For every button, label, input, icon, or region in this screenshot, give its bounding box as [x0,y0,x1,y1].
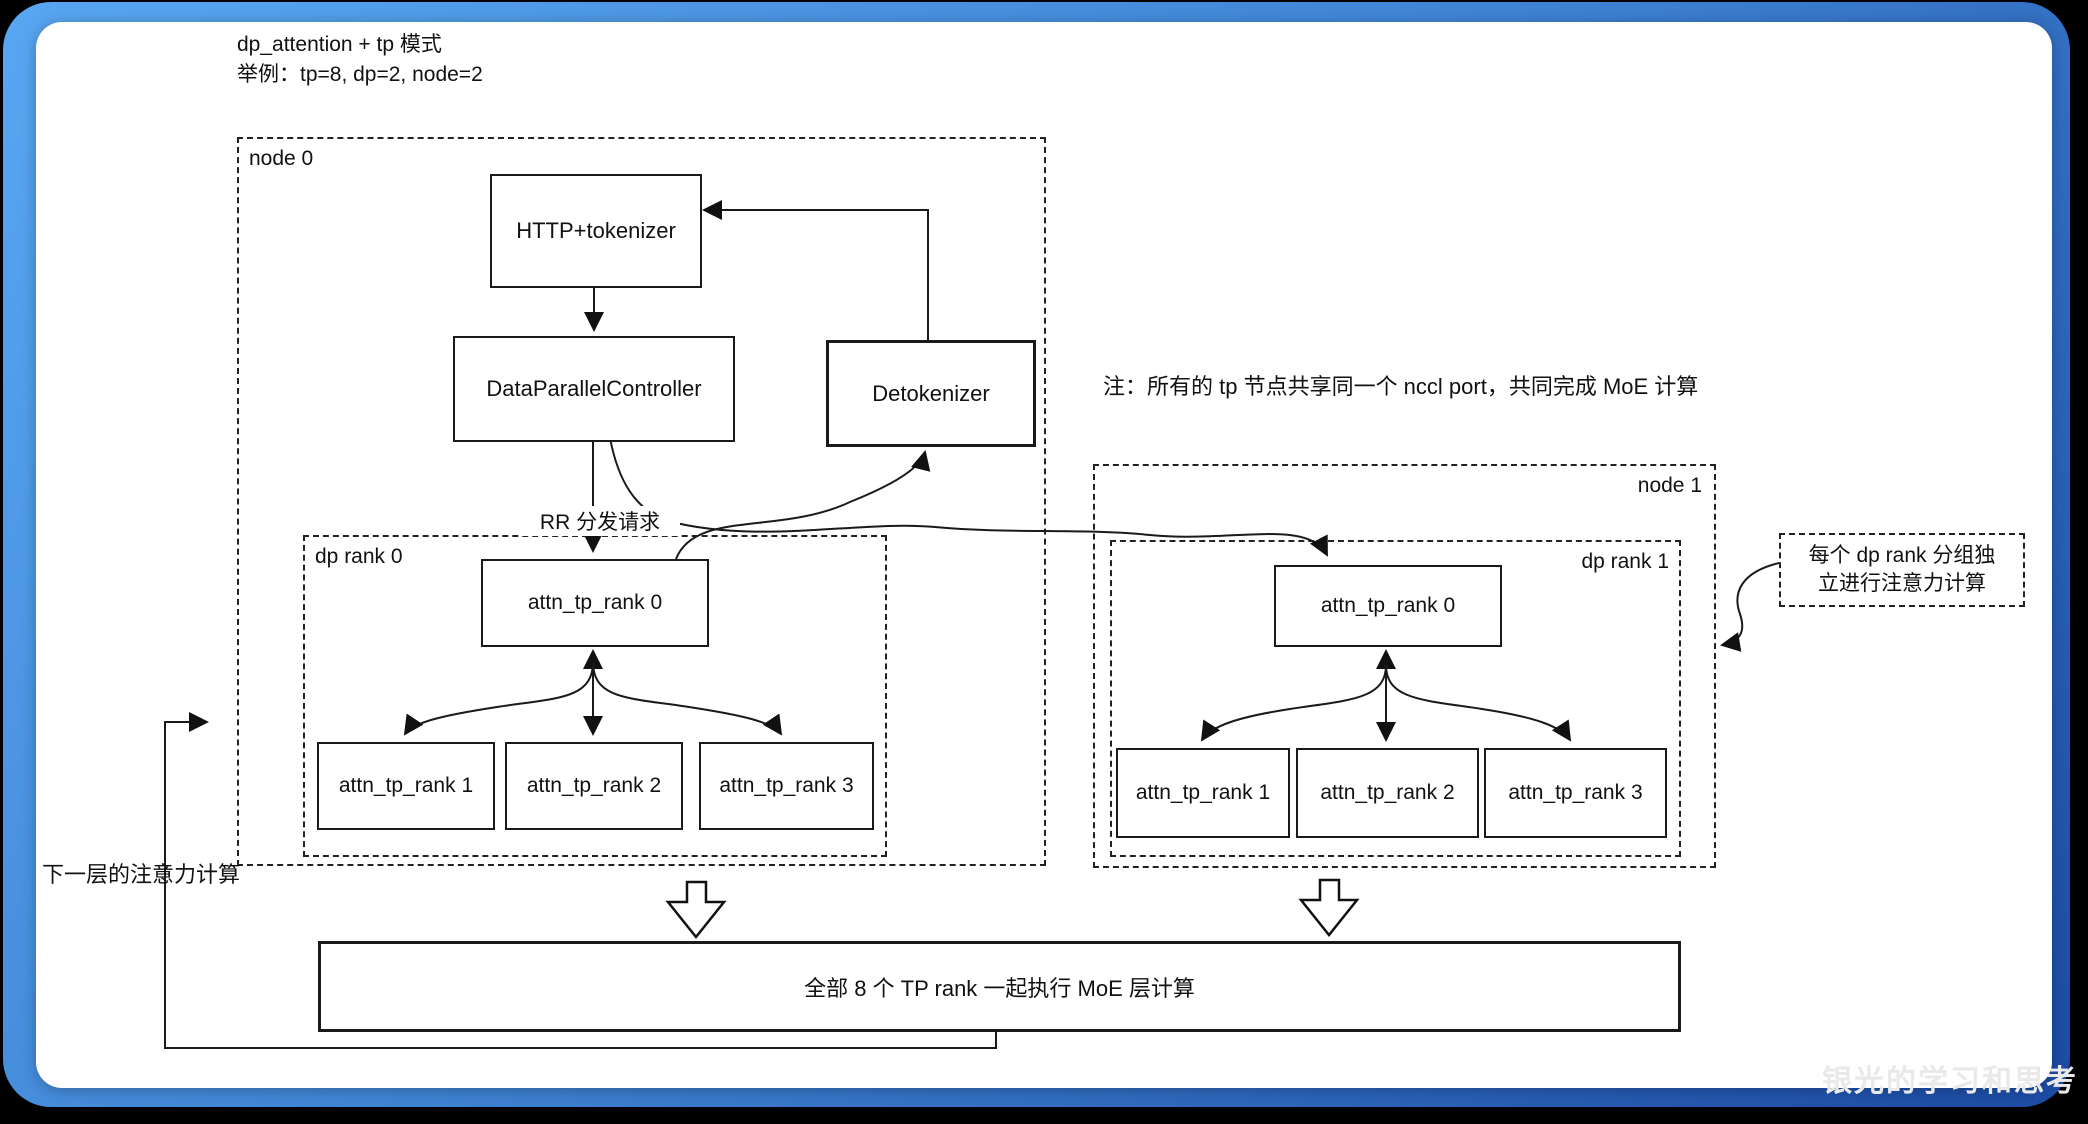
node1-group: node 1 [1093,464,1716,868]
http-tokenizer-box: HTTP+tokenizer [490,174,702,288]
dp0-attn-tp-rank2-box: attn_tp_rank 2 [505,742,683,830]
annotation-line2: 立进行注意力计算 [1818,572,1986,595]
moe-layer-box: 全部 8 个 TP rank 一起执行 MoE 层计算 [318,941,1681,1032]
title-line2: 举例：tp=8, dp=2, node=2 [237,63,483,86]
rr-dispatch-label: RR 分发请求 [520,506,680,536]
dp-rank-annotation-box: 每个 dp rank 分组独 立进行注意力计算 [1779,533,2025,607]
node0-label: node 0 [249,147,314,170]
node1-label: node 1 [1637,474,1702,497]
dp-rank0-label: dp rank 0 [315,545,403,568]
dp0-attn-tp-rank1-box: attn_tp_rank 1 [317,742,495,830]
dp1-attn-tp-rank1-box: attn_tp_rank 1 [1116,748,1290,838]
arrow-annotation-to-node1 [1720,562,1780,652]
nccl-note-label: 注：所有的 tp 节点共享同一个 nccl port，共同完成 MoE 计算 [1103,374,1699,399]
dp-rank1-label: dp rank 1 [1581,550,1669,573]
dp-rank1-group: dp rank 1 [1110,540,1681,857]
detokenizer-box: Detokenizer [826,340,1036,447]
diagram-title: dp_attention + tp 模式 举例：tp=8, dp=2, node… [237,30,483,90]
dp0-attn-tp-rank3-box: attn_tp_rank 3 [699,742,874,830]
dp1-attn-tp-rank0-box: attn_tp_rank 0 [1274,565,1502,647]
dp1-attn-tp-rank2-box: attn_tp_rank 2 [1296,748,1479,838]
block-arrow-dp1-to-moe [1298,878,1360,938]
watermark-text: 银光的学习和思考 [1822,1065,2078,1098]
annotation-line1: 每个 dp rank 分组独 [1808,544,1996,567]
dp1-attn-tp-rank3-box: attn_tp_rank 3 [1484,748,1667,838]
data-parallel-controller-box: DataParallelController [453,336,735,442]
block-arrow-dp0-to-moe [665,880,727,940]
next-layer-label: 下一层的注意力计算 [42,862,241,887]
dp0-attn-tp-rank0-box: attn_tp_rank 0 [481,559,709,647]
title-line1: dp_attention + tp 模式 [237,33,442,56]
